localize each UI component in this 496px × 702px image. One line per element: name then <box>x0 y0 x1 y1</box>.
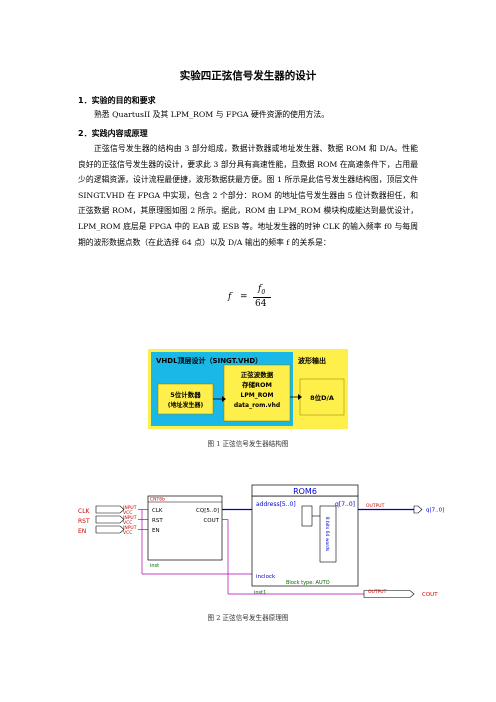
fig2-rom-title: ROM6 <box>293 487 317 496</box>
fig2-output-cout: OUTPUT COUT <box>363 589 438 598</box>
fig1-rom-line4: data_rom.vhd <box>234 402 280 409</box>
fig1-da-label: 8位D/A <box>310 393 334 402</box>
section-1-heading: 1．实验的目的和要求 <box>78 96 156 105</box>
fig2-rom-register <box>301 505 313 527</box>
fig2-output-q: OUTPUT q[7..0] <box>366 503 444 514</box>
fig1-arrowhead-2 <box>298 394 302 400</box>
fig2-input-en-name: EN <box>78 528 86 535</box>
fig2-counter-block <box>147 495 223 561</box>
fig2-counter-pin-rst: RST <box>152 518 163 524</box>
fig1-rom-line3: LPM_ROM <box>241 392 274 399</box>
formula-fraction-bar <box>253 297 271 298</box>
fig2-input-rst-vcc: VCC <box>123 520 132 526</box>
figure-1-caption: 图 1 正弦信号发生器结构图 <box>207 440 289 448</box>
fig2-input-rst-shape <box>95 515 125 524</box>
section-2-text: 正弦信号发生器的结构由 3 部分组成，数据计数器或地址发生器、数据 ROM 和 … <box>78 144 418 247</box>
fig2-output-q-shape <box>413 505 423 514</box>
fig1-rom-box <box>223 364 291 422</box>
fig2-rom-header <box>251 484 359 497</box>
fig2-output-cout-type: OUTPUT <box>368 589 387 595</box>
fig2-rom-inclock: inclock <box>256 574 276 580</box>
section-1-text: 熟悉 QuartusII 及其 LPM_ROM 与 FPGA 硬件资源的使用方法… <box>94 110 329 119</box>
fig2-counter-pin-en: EN <box>152 528 160 534</box>
fig1-rom-line2: 存储ROM <box>242 380 272 389</box>
fig2-input-rst-type: INPUT <box>123 515 137 521</box>
fig2-output-cout-shape <box>363 590 415 598</box>
fig2-input-en-shape <box>95 525 125 534</box>
fig2-input-clk: CLK INPUT VCC <box>78 505 137 516</box>
fig2-input-clk-vcc: VCC <box>123 510 132 516</box>
section-2-heading: 2．实践内容或原理 <box>78 129 148 138</box>
fig2-rom-mem-label: 8 bits 64 words <box>324 517 330 552</box>
fig2-input-clk-shape <box>95 505 125 514</box>
formula-numerator: f0 <box>258 284 266 296</box>
fig2-counter-title: CNT6b <box>150 497 165 503</box>
fig2-rom-memory <box>319 505 337 563</box>
fig1-arrowhead-1 <box>222 396 226 402</box>
fig2-input-clk-name: CLK <box>78 508 91 515</box>
fig2-counter-pin-cq: CQ[5..0] <box>196 508 219 514</box>
fig2-rom-address: address[5..0] <box>256 501 296 508</box>
fig2-input-en: EN INPUT VCC <box>78 525 137 536</box>
fig2-counter-inst: inst <box>150 563 159 569</box>
fig2-input-en-type: INPUT <box>123 525 137 531</box>
formula-denominator: 64 <box>255 299 267 309</box>
fig2-counter-pin-cout: COUT <box>203 518 219 524</box>
fig2-rom-q: q[7..0] <box>335 501 355 508</box>
fig1-counter-line1: 5位计数器 <box>170 390 201 399</box>
fig2-rom-block-type: Block type: AUTO <box>286 580 330 586</box>
fig2-input-clk-type: INPUT <box>123 505 137 511</box>
fig2-output-cout-name: COUT <box>422 592 438 598</box>
fig2-rom-block <box>251 495 359 587</box>
fig1-counter-line2: (地址发生器) <box>168 401 204 409</box>
formula: f = f0 64 <box>228 284 288 314</box>
section-1-body: 熟悉 QuartusII 及其 LPM_ROM 与 FPGA 硬件资源的使用方法… <box>78 107 418 123</box>
figure-2-caption: 图 2 正弦信号发生器原理图 <box>207 614 289 622</box>
fig2-input-rst: RST INPUT VCC <box>78 515 137 526</box>
fig2-input-en-vcc: VCC <box>123 530 132 536</box>
formula-eq: = <box>240 292 248 302</box>
formula-lhs: f <box>228 292 232 302</box>
figure-1-block-diagram: VHDL顶层设计（SINGT.VHD） 波形输出 5位计数器 (地址发生器) 正… <box>148 349 348 429</box>
fig1-counter-box <box>157 383 214 415</box>
page-title: 实验四正弦信号发生器的设计 <box>179 70 317 82</box>
fig1-top-title: VHDL顶层设计（SINGT.VHD） <box>156 356 262 365</box>
fig2-output-q-name: q[7..0] <box>426 508 444 514</box>
section-2-body: 正弦信号发生器的结构由 3 部分组成，数据计数器或地址发生器、数据 ROM 和 … <box>78 141 418 250</box>
fig1-wave-label: 波形输出 <box>298 356 326 365</box>
fig2-rom-inst: inst1 <box>254 590 266 596</box>
figure-2-schematic: CLK INPUT VCC RST INPUT VCC EN INPUT VCC… <box>78 484 444 598</box>
fig2-input-rst-name: RST <box>78 518 90 525</box>
fig1-rom-line1: 正弦波数据 <box>241 370 274 379</box>
fig2-counter-pin-clk: CLK <box>152 508 163 514</box>
fig2-output-q-type: OUTPUT <box>366 503 385 509</box>
